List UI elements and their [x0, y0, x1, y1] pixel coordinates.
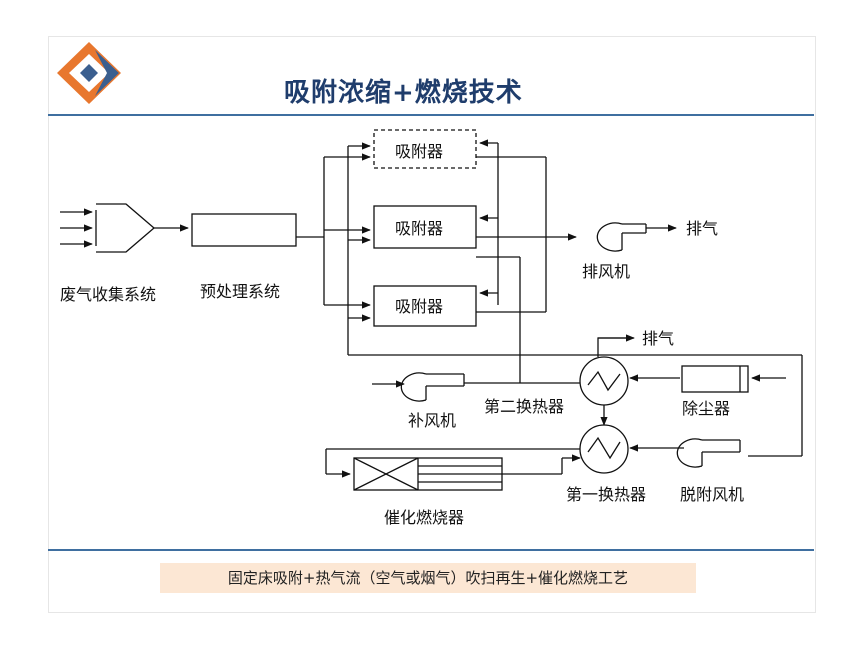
label-adsorber-1: 吸附器 [395, 142, 443, 161]
label-waste-gas-collection: 废气收集系统 [60, 285, 156, 304]
adsorber-box-3 [373, 285, 477, 327]
label-second-heat-exchanger: 第二换热器 [484, 397, 564, 416]
label-adsorber-3: 吸附器 [395, 297, 443, 316]
label-desorption-fan: 脱附风机 [680, 485, 744, 504]
label-makeup-fan: 补风机 [408, 411, 456, 430]
pretreatment-box [191, 213, 297, 247]
label-exhaust-1: 排气 [686, 219, 718, 238]
desorption-fan-shape [676, 438, 703, 468]
company-logo [57, 42, 121, 104]
collection-hood [96, 203, 155, 253]
header-divider [48, 114, 814, 116]
exhaust-fan-shape [596, 222, 623, 252]
label-adsorber-2: 吸附器 [395, 219, 443, 238]
makeup-fan-shape [400, 372, 427, 402]
process-caption: 固定床吸附+热气流（空气或烟气）吹扫再生+催化燃烧工艺 [160, 563, 696, 593]
label-exhaust-2: 排气 [642, 329, 674, 348]
dust-remover-box [681, 365, 749, 393]
label-dust-remover: 除尘器 [682, 399, 730, 418]
second-heat-exchanger-shape [579, 356, 629, 406]
label-first-heat-exchanger: 第一换热器 [566, 485, 646, 504]
adsorber-box-2 [373, 205, 477, 249]
footer-divider [48, 549, 814, 551]
adsorber-box-1 [373, 129, 477, 169]
label-exhaust-fan: 排风机 [582, 262, 630, 281]
page-title: 吸附浓缩+燃烧技术 [284, 78, 523, 108]
slide-frame [48, 36, 816, 613]
label-pretreatment: 预处理系统 [200, 282, 280, 301]
label-catalytic-burner: 催化燃烧器 [384, 508, 464, 527]
